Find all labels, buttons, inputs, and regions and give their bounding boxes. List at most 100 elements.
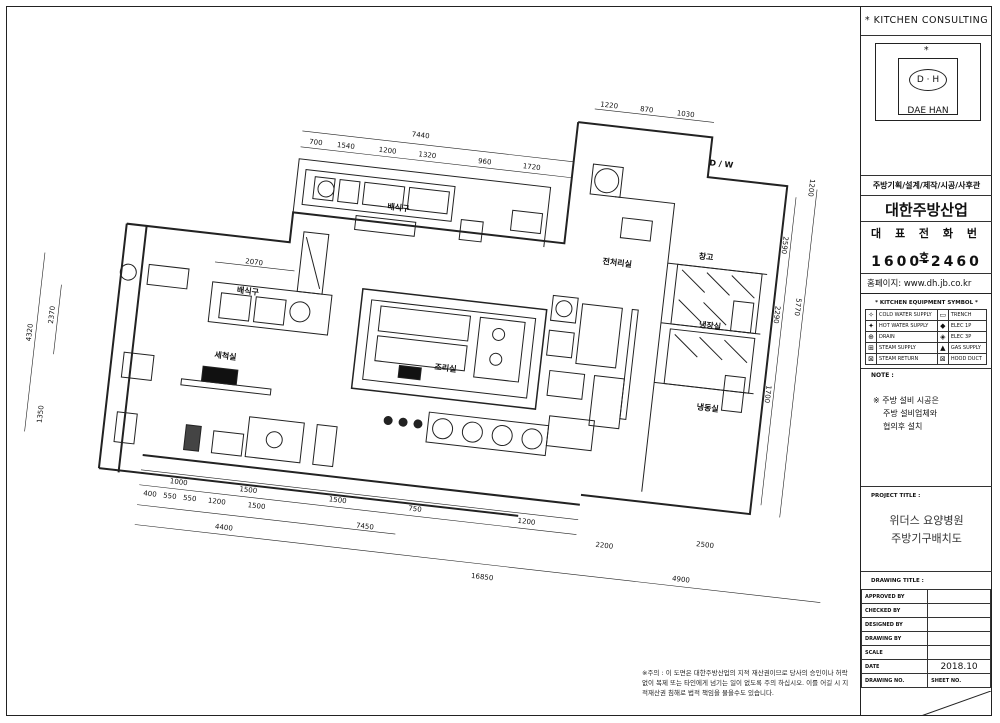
legend-row: ✦HOT WATER SUPPLY◆ELEC 1P	[865, 320, 988, 332]
svg-text:400: 400	[143, 489, 157, 498]
trench-icon: ▭	[936, 309, 949, 321]
kitchen-floor-plan: 7440 700 1540 1200 1320 960 1720 1220 87…	[24, 101, 821, 603]
table-row: CHECKED BY	[860, 603, 991, 618]
symbol-legend-title: * KITCHEN EQUIPMENT SYMBOL *	[875, 300, 978, 306]
svg-text:1500: 1500	[247, 501, 266, 511]
room-label-storage: 창고	[698, 251, 714, 263]
outer-wall-right	[578, 121, 789, 516]
hot-water-icon: ✦	[865, 320, 877, 332]
table-row: APPROVED BY	[860, 589, 991, 604]
svg-text:2200: 2200	[595, 541, 614, 551]
elec-3p-icon: ◈	[936, 331, 949, 343]
dw-unit	[589, 163, 624, 198]
svg-text:1220: 1220	[600, 101, 619, 111]
room-label-freezer: 냉동실	[696, 401, 719, 413]
rep-phone-label: 대 표 전 화 번 호	[871, 227, 982, 264]
gas-supply-icon: ▲	[936, 342, 949, 354]
svg-text:1200: 1200	[207, 497, 226, 507]
svg-text:1030: 1030	[676, 109, 695, 119]
project-title-label: PROJECT TITLE :	[871, 493, 921, 499]
company-logo: D · H DAE HAN	[875, 43, 981, 121]
services-line: 주방기획/설계/제작/시공/사후관	[861, 176, 992, 196]
room-label-preprocess: 전처리실	[602, 256, 632, 269]
svg-text:2370: 2370	[47, 306, 57, 325]
note-text: ※ 주방 설비 시공은 주방 설비업체와 협의후 설치	[873, 396, 939, 431]
svg-text:1200: 1200	[806, 179, 816, 198]
fridge-shelves	[663, 328, 756, 394]
svg-text:2500: 2500	[696, 540, 715, 550]
svg-text:1500: 1500	[239, 485, 258, 495]
approval-table: APPROVED BY CHECKED BY DESIGNED BY DRAWI…	[860, 589, 991, 688]
svg-text:4400: 4400	[215, 523, 234, 533]
logo-mark: D · H	[909, 69, 947, 91]
drawing-title-label: DRAWING TITLE :	[871, 578, 924, 584]
cooking-island	[350, 287, 548, 410]
svg-text:5770: 5770	[793, 298, 803, 317]
svg-text:7450: 7450	[356, 522, 375, 532]
dim-top-total: 7440	[411, 130, 430, 140]
sink-unit	[458, 218, 484, 243]
room-label-washing: 세척실	[214, 349, 237, 361]
storage-shelves	[670, 263, 763, 335]
table-row: SCALE	[860, 645, 991, 660]
outer-wall	[97, 121, 580, 517]
svg-text:1200: 1200	[378, 146, 397, 156]
room-label-serving-left: 배식구	[236, 285, 260, 298]
inner-wall	[292, 158, 768, 492]
note-label: NOTE :	[871, 372, 894, 379]
svg-text:2070: 2070	[245, 257, 264, 267]
website: 홈페이지: www.dh.jb.co.kr	[861, 274, 992, 294]
date-value: 2018.10	[927, 659, 991, 674]
counter-top	[301, 169, 456, 222]
copyright-disclaimer: ※주의 : 이 도면은 대한주방산업의 지적 재산권이므로 당사의 승인이나 허…	[642, 669, 849, 697]
svg-text:1350: 1350	[36, 405, 46, 424]
svg-text:1000: 1000	[169, 477, 188, 487]
svg-text:1320: 1320	[418, 150, 437, 160]
phone-number: 1600-2460	[861, 246, 992, 274]
drawing-sheet	[6, 6, 992, 716]
svg-text:1700: 1700	[763, 385, 773, 404]
elec-1p-icon: ◆	[936, 320, 949, 332]
table-row: DRAWING NO.SHEET NO.	[860, 673, 991, 688]
symbol-legend: ✧COLD WATER SUPPLY▭TRENCH ✦HOT WATER SUP…	[865, 309, 988, 365]
title-block: * KITCHEN CONSULTING * D · H DAE HAN 주방기…	[860, 6, 992, 716]
svg-text:750: 750	[408, 504, 422, 513]
legend-row: ⊕DRAIN◈ELEC 3P	[865, 331, 988, 343]
project-title: 위더스 요양병원 주방기구배치도	[889, 514, 964, 545]
svg-text:1720: 1720	[522, 162, 541, 172]
dimension-line	[24, 108, 821, 603]
company-name: 대한주방산업	[861, 196, 992, 222]
svg-text:4900: 4900	[672, 575, 691, 585]
svg-text:700: 700	[309, 138, 323, 147]
hood-duct-icon: ⊠	[936, 353, 949, 365]
svg-text:2590: 2590	[780, 236, 790, 255]
svg-text:16850: 16850	[471, 572, 494, 582]
drain-icon: ⊕	[865, 331, 877, 343]
svg-text:2290: 2290	[772, 305, 782, 324]
svg-text:4320: 4320	[25, 323, 35, 342]
serving-counter	[207, 281, 333, 336]
svg-text:550: 550	[183, 494, 197, 503]
steam-supply-icon: ⊞	[865, 342, 877, 354]
room-label-cooking: 조리실	[434, 361, 457, 373]
rack-15	[509, 209, 544, 235]
legend-row: ⊞STEAM SUPPLY▲GAS SUPPLY	[865, 342, 988, 354]
legend-row: ⊠STEAM RETURN⊠HOOD DUCT	[865, 353, 988, 365]
legend-row: ✧COLD WATER SUPPLY▭TRENCH	[865, 309, 988, 321]
consulting-header: * KITCHEN CONSULTING *	[861, 6, 992, 56]
logo-name: DAE HAN	[907, 106, 949, 116]
svg-text:1500: 1500	[328, 495, 347, 505]
table-row: DESIGNED BY	[860, 617, 991, 632]
svg-text:960: 960	[478, 157, 492, 166]
steam-return-icon: ⊠	[865, 353, 877, 365]
table-row: DRAWING BY	[860, 631, 991, 646]
svg-text:550: 550	[163, 492, 177, 501]
room-label-serving: 배식구	[387, 201, 411, 214]
svg-text:1540: 1540	[337, 141, 356, 151]
sheet-corner	[920, 691, 991, 716]
svg-text:1200: 1200	[517, 517, 536, 527]
room-label-fridge: 냉장실	[699, 319, 722, 331]
room-label-dw: D / W	[709, 158, 734, 170]
cold-water-icon: ✧	[865, 309, 877, 321]
